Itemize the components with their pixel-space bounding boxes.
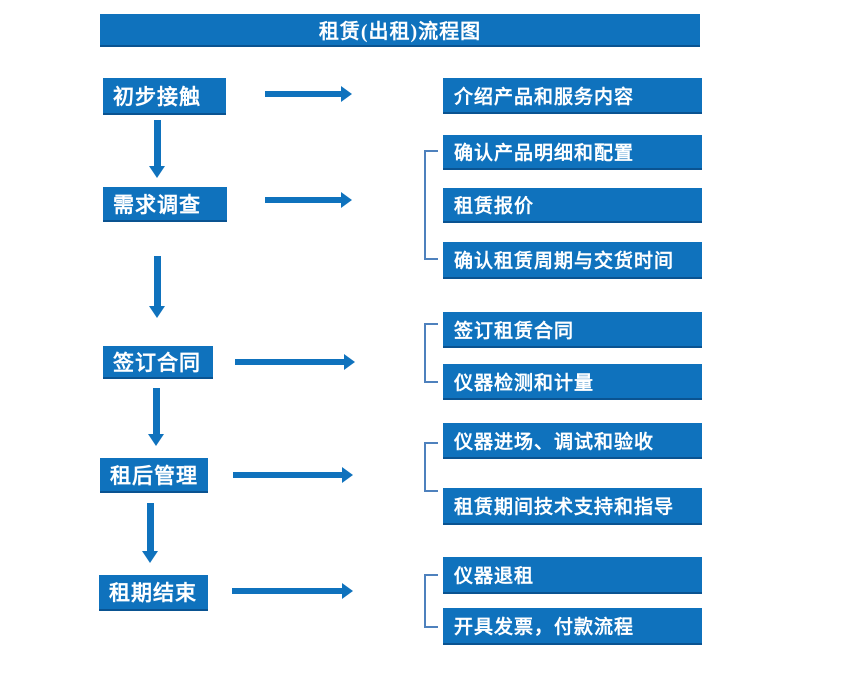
- detail-box-instrument-setup-acceptance: 仪器进场、调试和验收: [443, 423, 702, 459]
- detail-box-confirm-period-delivery: 确认租赁周期与交货时间: [443, 242, 702, 279]
- arrow-stem: [146, 503, 154, 551]
- step-box-demand-survey: 需求调查: [103, 187, 227, 222]
- arrow-stem: [265, 91, 341, 97]
- arrow-right-icon-2: [265, 192, 352, 208]
- arrow-stem: [265, 197, 341, 203]
- step-box-sign-contract: 签订合同: [103, 346, 213, 379]
- bracket-group-post-rental: [424, 442, 438, 492]
- arrow-head: [148, 434, 164, 446]
- detail-box-instrument-return: 仪器退租: [443, 557, 702, 594]
- arrow-down-icon-1: [149, 120, 165, 178]
- detail-box-confirm-product-config: 确认产品明细和配置: [443, 135, 702, 170]
- step-box-post-rental-management: 租后管理: [100, 458, 208, 493]
- detail-box-sign-rental-contract: 签订租赁合同: [443, 312, 702, 348]
- arrow-head: [149, 166, 165, 178]
- step-box-rental-end: 租期结束: [99, 575, 208, 611]
- arrow-down-icon-3: [148, 388, 164, 446]
- detail-box-invoice-payment: 开具发票，付款流程: [443, 608, 702, 645]
- arrow-head: [342, 467, 353, 483]
- arrow-head: [142, 551, 158, 563]
- arrow-stem: [233, 472, 342, 478]
- detail-box-rental-quote: 租赁报价: [443, 188, 702, 223]
- detail-box-tech-support: 租赁期间技术支持和指导: [443, 488, 702, 525]
- arrow-right-icon-4: [233, 467, 353, 483]
- arrow-right-icon-3: [235, 354, 355, 370]
- arrow-right-icon-5: [232, 583, 353, 599]
- arrow-stem: [232, 588, 342, 594]
- arrow-head: [344, 354, 355, 370]
- flowchart-title: 租赁(出租)流程图: [100, 14, 700, 47]
- detail-box-instrument-testing: 仪器检测和计量: [443, 364, 702, 400]
- arrow-head: [341, 192, 352, 208]
- bracket-group-sign-contract: [424, 323, 438, 383]
- arrow-right-icon-1: [265, 86, 352, 102]
- arrow-stem: [152, 388, 160, 434]
- arrow-stem: [153, 120, 161, 166]
- bracket-group-rental-end: [424, 574, 438, 628]
- bracket-group-demand-survey: [424, 150, 438, 260]
- arrow-head: [149, 306, 165, 318]
- detail-box-introduce-products: 介绍产品和服务内容: [443, 78, 702, 114]
- arrow-head: [341, 86, 352, 102]
- arrow-head: [342, 583, 353, 599]
- arrow-stem: [153, 256, 161, 306]
- arrow-down-icon-2: [149, 256, 165, 318]
- arrow-down-icon-4: [142, 503, 158, 563]
- step-box-initial-contact: 初步接触: [103, 78, 226, 115]
- arrow-stem: [235, 359, 344, 365]
